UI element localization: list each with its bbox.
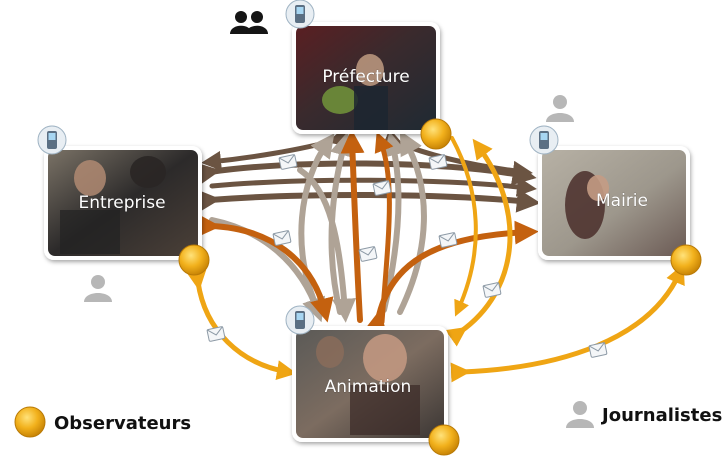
envelope-message-icon bbox=[278, 154, 298, 170]
node-label-mairie: Mairie bbox=[596, 191, 648, 211]
envelope-message-icon bbox=[428, 154, 448, 170]
observer-dot-prefecture bbox=[420, 118, 452, 150]
arrow-orange-dark-2 bbox=[196, 213, 334, 323]
arrow-orange-observer-4 bbox=[450, 136, 478, 317]
node-mairie: Mairie bbox=[538, 146, 690, 260]
envelope-message-icon bbox=[206, 326, 226, 342]
legend-journalistes: Journalistes bbox=[566, 401, 722, 428]
arrow-orange-observer-1 bbox=[186, 269, 297, 381]
envelope-message-icon bbox=[482, 282, 502, 298]
observer-dot-mairie bbox=[670, 244, 702, 276]
person-icon bbox=[566, 401, 594, 428]
mobile-phone-icon bbox=[37, 125, 67, 155]
person-icon bbox=[84, 275, 112, 302]
arrow-entreprise-mairie-2 bbox=[195, 188, 541, 213]
legend-label-journalistes: Journalistes bbox=[600, 405, 722, 426]
envelope-message-icon bbox=[358, 246, 378, 262]
person-icon bbox=[546, 95, 574, 122]
envelope-message-icon bbox=[588, 342, 608, 358]
node-animation: Animation bbox=[292, 326, 448, 442]
arrow-orange-observer-3 bbox=[445, 138, 513, 347]
envelope-message-icon bbox=[372, 180, 392, 196]
group-people-icon bbox=[230, 11, 268, 34]
legend-label-observateurs: Observateurs bbox=[54, 413, 191, 434]
node-label-prefecture: Préfecture bbox=[322, 67, 409, 87]
arrow-entreprise-mairie-3 bbox=[209, 176, 537, 197]
message-markers bbox=[206, 154, 608, 358]
mobile-phone-icon bbox=[529, 125, 559, 155]
observer-dot-entreprise bbox=[178, 244, 210, 276]
node-label-animation: Animation bbox=[325, 377, 412, 397]
legend-observateurs: Observateurs bbox=[14, 406, 191, 438]
node-prefecture: Préfecture bbox=[292, 22, 440, 134]
mobile-phone-icon bbox=[285, 0, 315, 29]
node-label-entreprise: Entreprise bbox=[78, 193, 165, 213]
node-entreprise: Entreprise bbox=[44, 146, 202, 260]
arrow-orange-dark-1 bbox=[340, 129, 365, 323]
mobile-phone-icon bbox=[285, 305, 315, 335]
observer-dot-animation bbox=[428, 424, 460, 456]
orange-dot-icon bbox=[14, 406, 46, 438]
envelope-message-icon bbox=[272, 230, 292, 246]
envelope-message-icon bbox=[438, 232, 458, 248]
arrow-orange-dark-4 bbox=[374, 131, 394, 325]
